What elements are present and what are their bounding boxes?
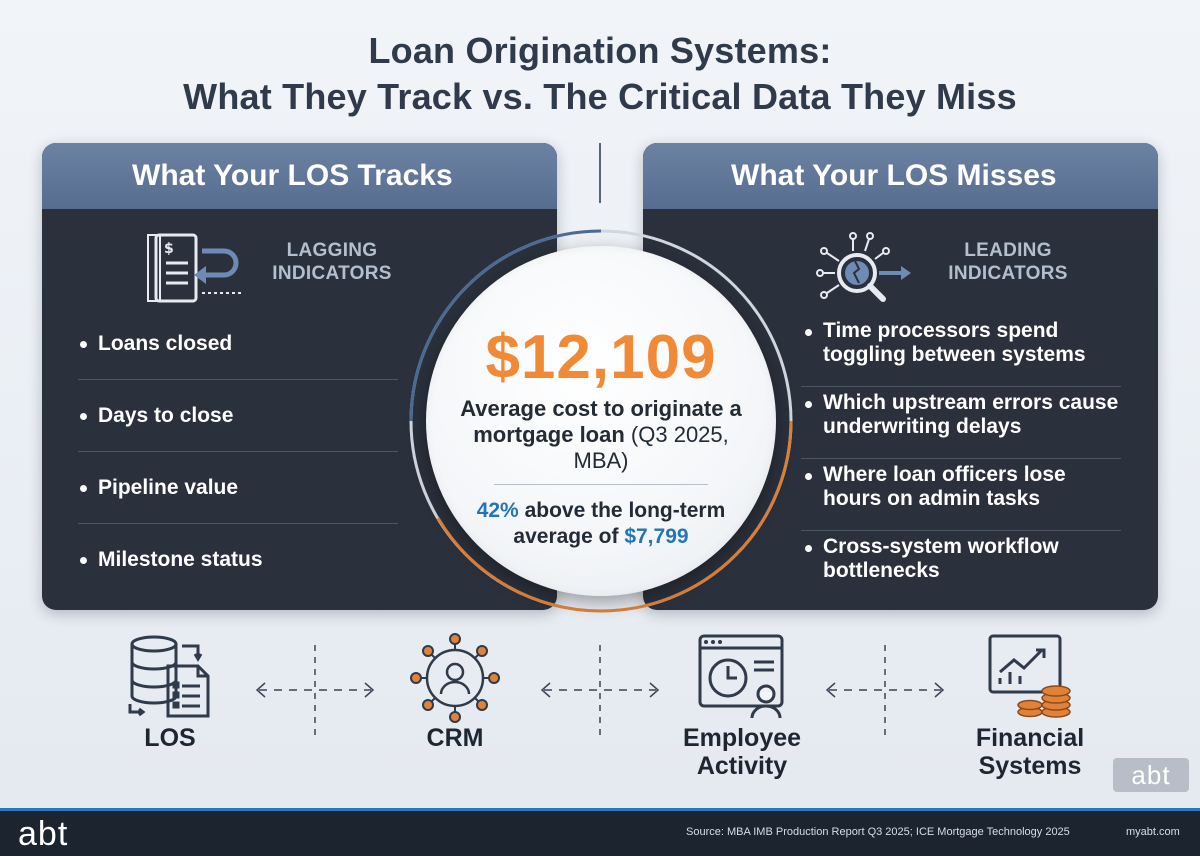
list-item: Which upstream errors cause underwriting… xyxy=(801,387,1121,459)
system-label: Employee Activity xyxy=(682,724,802,780)
title-line-2: What They Track vs. The Critical Data Th… xyxy=(183,76,1017,117)
title-line-1: Loan Origination Systems: xyxy=(368,30,832,71)
center-divider xyxy=(599,143,601,203)
clock-window-icon xyxy=(698,634,784,719)
system-label: CRM xyxy=(426,724,484,752)
list-item: Cross-system workflow bottlenecks xyxy=(801,531,1121,603)
tracks-list: Loans closed Days to close Pipeline valu… xyxy=(78,308,398,596)
svg-text:$: $ xyxy=(164,241,174,257)
cost-source: (Q3 2025, MBA) xyxy=(573,422,729,473)
connector-arrow xyxy=(825,645,945,735)
leading-label-1: LEADING xyxy=(964,240,1052,261)
los-misses-header: What Your LOS Misses xyxy=(643,143,1158,209)
percent-above: 42% xyxy=(476,499,519,522)
baseline-cost: $7,799 xyxy=(624,525,689,548)
system-financial: Financial Systems xyxy=(955,632,1105,780)
percent-text: above the long-term average of xyxy=(513,499,726,548)
database-document-icon xyxy=(128,635,210,718)
page-title: Loan Origination Systems: What They Trac… xyxy=(0,28,1200,120)
circle-ring xyxy=(409,229,793,613)
network-user-icon xyxy=(410,633,500,723)
system-crm: CRM xyxy=(395,632,515,752)
list-item: Days to close xyxy=(78,380,398,452)
average-cost-value: $12,109 xyxy=(485,323,717,392)
magnifier-network-icon xyxy=(816,232,911,302)
abt-badge: abt xyxy=(1113,758,1189,792)
lagging-label-1: LAGGING xyxy=(286,240,378,261)
abt-logo: abt xyxy=(18,815,69,853)
leading-label-2: INDICATORS xyxy=(948,263,1068,284)
circle-divider xyxy=(494,484,708,485)
los-tracks-header: What Your LOS Tracks xyxy=(42,143,557,209)
list-item: Time processors spend toggling between s… xyxy=(801,315,1121,387)
connector-arrow xyxy=(255,645,375,735)
website-link[interactable]: myabt.com xyxy=(1126,826,1180,838)
system-label: LOS xyxy=(144,724,196,752)
list-item: Milestone status xyxy=(78,524,398,596)
ledger-return-icon: $ xyxy=(147,233,242,303)
list-item: Pipeline value xyxy=(78,452,398,524)
cost-circle: $12,109 Average cost to originate a mort… xyxy=(426,246,776,596)
list-item: Where loan officers lose hours on admin … xyxy=(801,459,1121,531)
footer: abt Source: MBA IMB Production Report Q3… xyxy=(0,808,1200,856)
chart-coins-icon xyxy=(988,634,1071,718)
misses-list: Time processors spend toggling between s… xyxy=(801,315,1121,603)
cost-highlight: $12,109 Average cost to originate a mort… xyxy=(408,228,794,614)
source-citation: Source: MBA IMB Production Report Q3 202… xyxy=(686,826,1070,838)
cost-description: Average cost to originate a mortgage loa… xyxy=(460,396,742,447)
system-los: LOS xyxy=(110,632,230,752)
system-label: Financial Systems xyxy=(975,724,1085,780)
lagging-label-2: INDICATORS xyxy=(272,263,392,284)
list-item: Loans closed xyxy=(78,308,398,380)
connector-arrow xyxy=(540,645,660,735)
system-employee-activity: Employee Activity xyxy=(672,632,812,780)
